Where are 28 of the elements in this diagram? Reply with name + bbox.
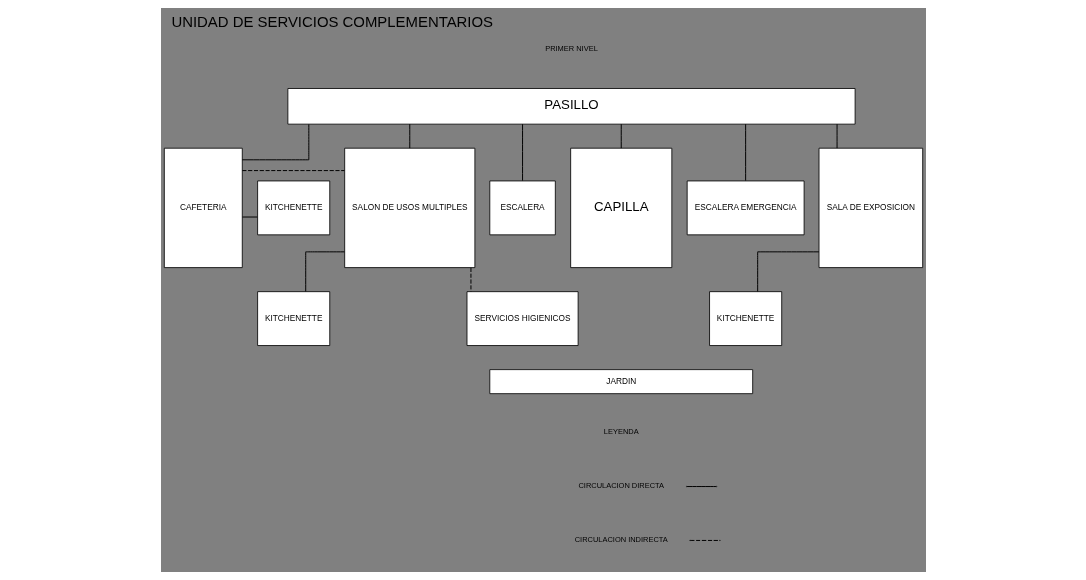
node-box: KITCHENETTE xyxy=(708,291,782,346)
node-box: JARDIN xyxy=(488,369,753,395)
node-box: CAFETERIA xyxy=(163,147,243,269)
legend-label: CIRCULACION DIRECTA xyxy=(577,481,664,491)
connector xyxy=(756,251,819,292)
connector xyxy=(744,123,746,182)
node-box: SALON DE USOS MULTIPLES xyxy=(343,147,475,269)
legend-label: CIRCULACION INDIRECTA xyxy=(574,535,668,545)
connector xyxy=(836,123,838,149)
label: PRIMER NIVEL xyxy=(544,44,598,54)
connector xyxy=(521,123,523,182)
label: LEYENDA xyxy=(603,427,639,437)
connector xyxy=(620,123,622,149)
connector xyxy=(304,251,345,292)
node-box: KITCHENETTE xyxy=(256,291,330,346)
node-box: CAPILLA xyxy=(569,147,672,269)
node-box: ESCALERA xyxy=(488,180,556,236)
connector xyxy=(241,170,345,172)
node-box: SERVICIOS HIGIENICOS xyxy=(466,291,579,346)
connector xyxy=(469,267,471,292)
node-box: PASILLO xyxy=(286,88,855,125)
connector xyxy=(241,123,309,161)
node-box: KITCHENETTE xyxy=(256,180,330,236)
connector xyxy=(241,216,258,218)
node-box: ESCALERA EMERGENCIA xyxy=(686,180,804,236)
connector xyxy=(408,123,410,149)
node-box: SALA DE EXPOSICION xyxy=(818,147,923,269)
diagram-title: UNIDAD DE SERVICIOS COMPLEMENTARIOS xyxy=(170,12,493,30)
